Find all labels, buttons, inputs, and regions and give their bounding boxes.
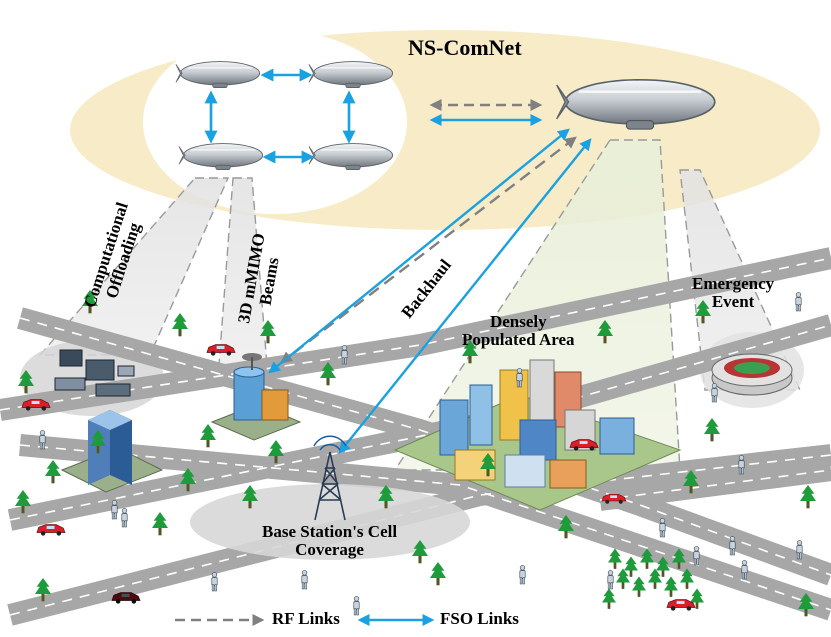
base-station-tower — [313, 435, 347, 521]
laptop-devices — [54, 349, 135, 397]
mimo-building — [210, 353, 302, 441]
legend-fso-label: FSO Links — [440, 609, 519, 628]
mimo-beam — [217, 177, 269, 379]
base-station-coverage-label: Base Station's Cell Coverage — [262, 522, 398, 559]
city-cluster — [393, 359, 682, 511]
legend-rf-label: RF Links — [272, 609, 340, 628]
office-tower — [60, 410, 164, 493]
base-station-coverage — [190, 484, 470, 560]
emergency-event-label: Emergency Event — [692, 274, 775, 311]
densely-populated-label: Densely Populated Area — [462, 312, 575, 349]
backhaul-fso-link-2 — [338, 138, 592, 454]
hap-cluster-ellipse — [143, 30, 407, 214]
stadium — [711, 353, 793, 396]
diagram-title: NS-ComNet — [408, 35, 522, 60]
